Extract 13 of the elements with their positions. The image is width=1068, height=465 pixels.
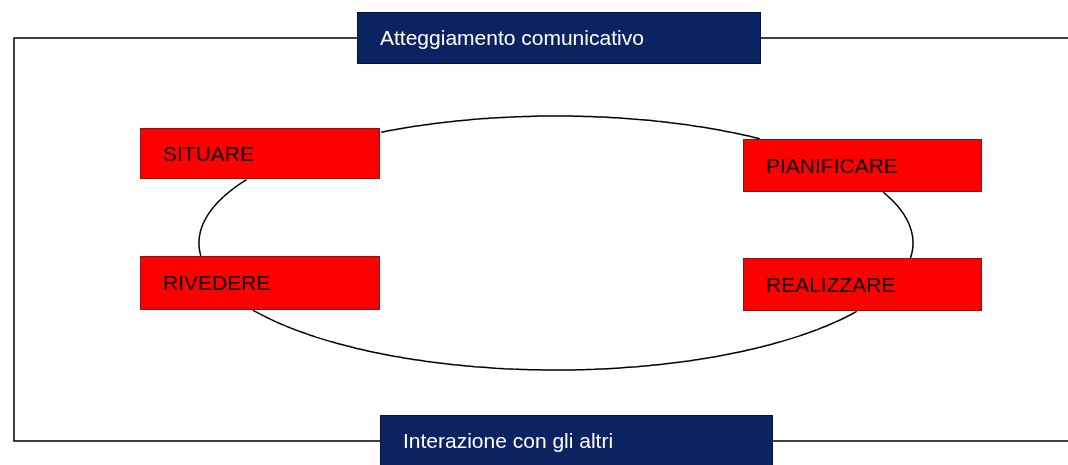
cycle-arc xyxy=(198,178,248,257)
cycle-arc xyxy=(380,115,761,140)
step-box: SITUARE xyxy=(140,128,380,179)
step-box: PIANIFICARE xyxy=(743,139,982,192)
frame-line xyxy=(760,37,1068,39)
step-box: RIVEDERE xyxy=(140,256,380,310)
title-box: Atteggiamento comunicativo xyxy=(357,12,761,64)
cycle-arc xyxy=(882,191,914,259)
title-box: Interazione con gli altri xyxy=(380,415,773,465)
frame-line xyxy=(13,37,381,442)
step-box: REALIZZARE xyxy=(743,258,982,311)
cycle-arc xyxy=(252,309,858,371)
frame-line xyxy=(772,440,1068,442)
